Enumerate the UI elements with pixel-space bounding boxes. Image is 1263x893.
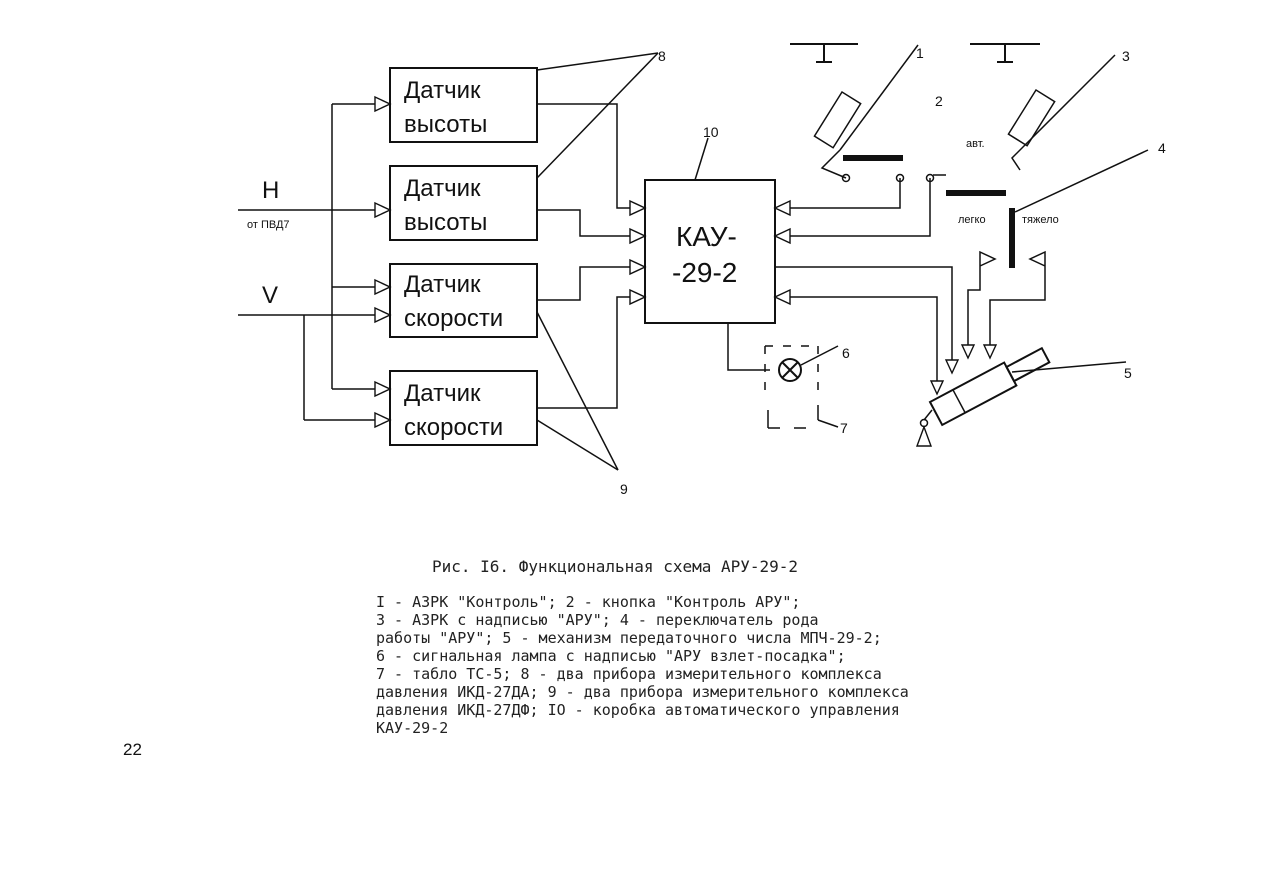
callout-4: 4 (1158, 140, 1166, 156)
callout-numbers: 1 2 3 4 5 6 7 8 9 10 (620, 45, 1166, 497)
breaker-1 (790, 43, 919, 179)
sensor-speed-2: Датчик скорости (389, 370, 538, 446)
kau-right-wiring (727, 178, 953, 393)
sensor-to-kau-wiring (537, 103, 647, 409)
callout-9: 9 (620, 481, 628, 497)
sensor-speed-1: Датчик скорости (389, 263, 538, 338)
breaker-3 (970, 43, 1116, 171)
switch-heavy-label: тяжело (1022, 214, 1059, 226)
signal-h-label: H (262, 177, 279, 204)
sensor-altitude-2-line2: высоты (404, 209, 487, 236)
sensor-altitude-2-line1: Датчик (404, 175, 481, 202)
sensor-altitude-1-line2: высоты (404, 111, 487, 138)
sensor-altitude-1-line1: Датчик (404, 77, 481, 104)
legend-line-3: работы "АРУ"; 5 - механизм передаточного… (376, 629, 882, 647)
callout-6: 6 (842, 345, 850, 361)
page-number: 22 (123, 740, 142, 759)
callout-3: 3 (1122, 48, 1130, 64)
figure-legend: I - АЗРК "Контроль"; 2 - кнопка "Контрол… (376, 593, 909, 737)
callout-2: 2 (935, 93, 943, 109)
callout-5: 5 (1124, 365, 1132, 381)
switch-4: авт. легко тяжело (925, 138, 1149, 375)
signal-h-source: от ПВД7 (247, 219, 290, 231)
legend-line-5: 7 - табло ТС-5; 8 - два прибора измерите… (376, 665, 882, 683)
actuator-mpch-5 (915, 346, 1127, 447)
callout-9-leaders (536, 311, 619, 471)
signal-v-label: V (262, 282, 278, 309)
switch-auto-label: авт. (966, 138, 985, 150)
table-ts5-7 (767, 405, 839, 429)
callout-8: 8 (658, 48, 666, 64)
h-input-wiring (238, 103, 375, 390)
legend-line-6: давления ИКД-27ДА; 9 - два прибора измер… (376, 683, 909, 701)
button-2 (841, 155, 905, 183)
v-input-wiring (238, 314, 375, 421)
figure-caption-title: Рис. I6. Функциональная схема АРУ-29-2 (432, 557, 798, 576)
legend-line-4: 6 - сигнальная лампа с надписью "АРУ взл… (376, 647, 846, 665)
switch-light-label: легко (958, 214, 986, 226)
legend-line-8: КАУ-29-2 (376, 719, 448, 737)
kau-label-line2: -29-2 (672, 257, 737, 288)
callout-1: 1 (916, 45, 924, 61)
sensor-speed-1-line1: Датчик (404, 271, 481, 298)
sensor-speed-1-line2: скорости (404, 305, 503, 332)
sensor-altitude-2: Датчик высоты (389, 165, 538, 241)
callout-8-leaders (536, 52, 659, 179)
sensor-altitude-1: Датчик высоты (389, 67, 538, 143)
legend-line-1: I - АЗРК "Контроль"; 2 - кнопка "Контрол… (376, 593, 800, 611)
sensor-speed-2-line2: скорости (404, 414, 503, 441)
sensor-input-arrows (374, 95, 392, 429)
kau-label-line1: КАУ- (676, 221, 737, 252)
callout-7: 7 (840, 420, 848, 436)
sensor-speed-2-line1: Датчик (404, 380, 481, 407)
signal-lamp-6 (764, 345, 839, 395)
legend-line-2: 3 - АЗРК с надписью "АРУ"; 4 - переключа… (376, 611, 819, 629)
kau-block: КАУ- -29-2 (644, 179, 776, 324)
callout-10-leader (694, 137, 709, 181)
legend-line-7: давления ИКД-27ДФ; IO - коробка автомати… (376, 701, 900, 719)
callout-10: 10 (703, 124, 719, 140)
